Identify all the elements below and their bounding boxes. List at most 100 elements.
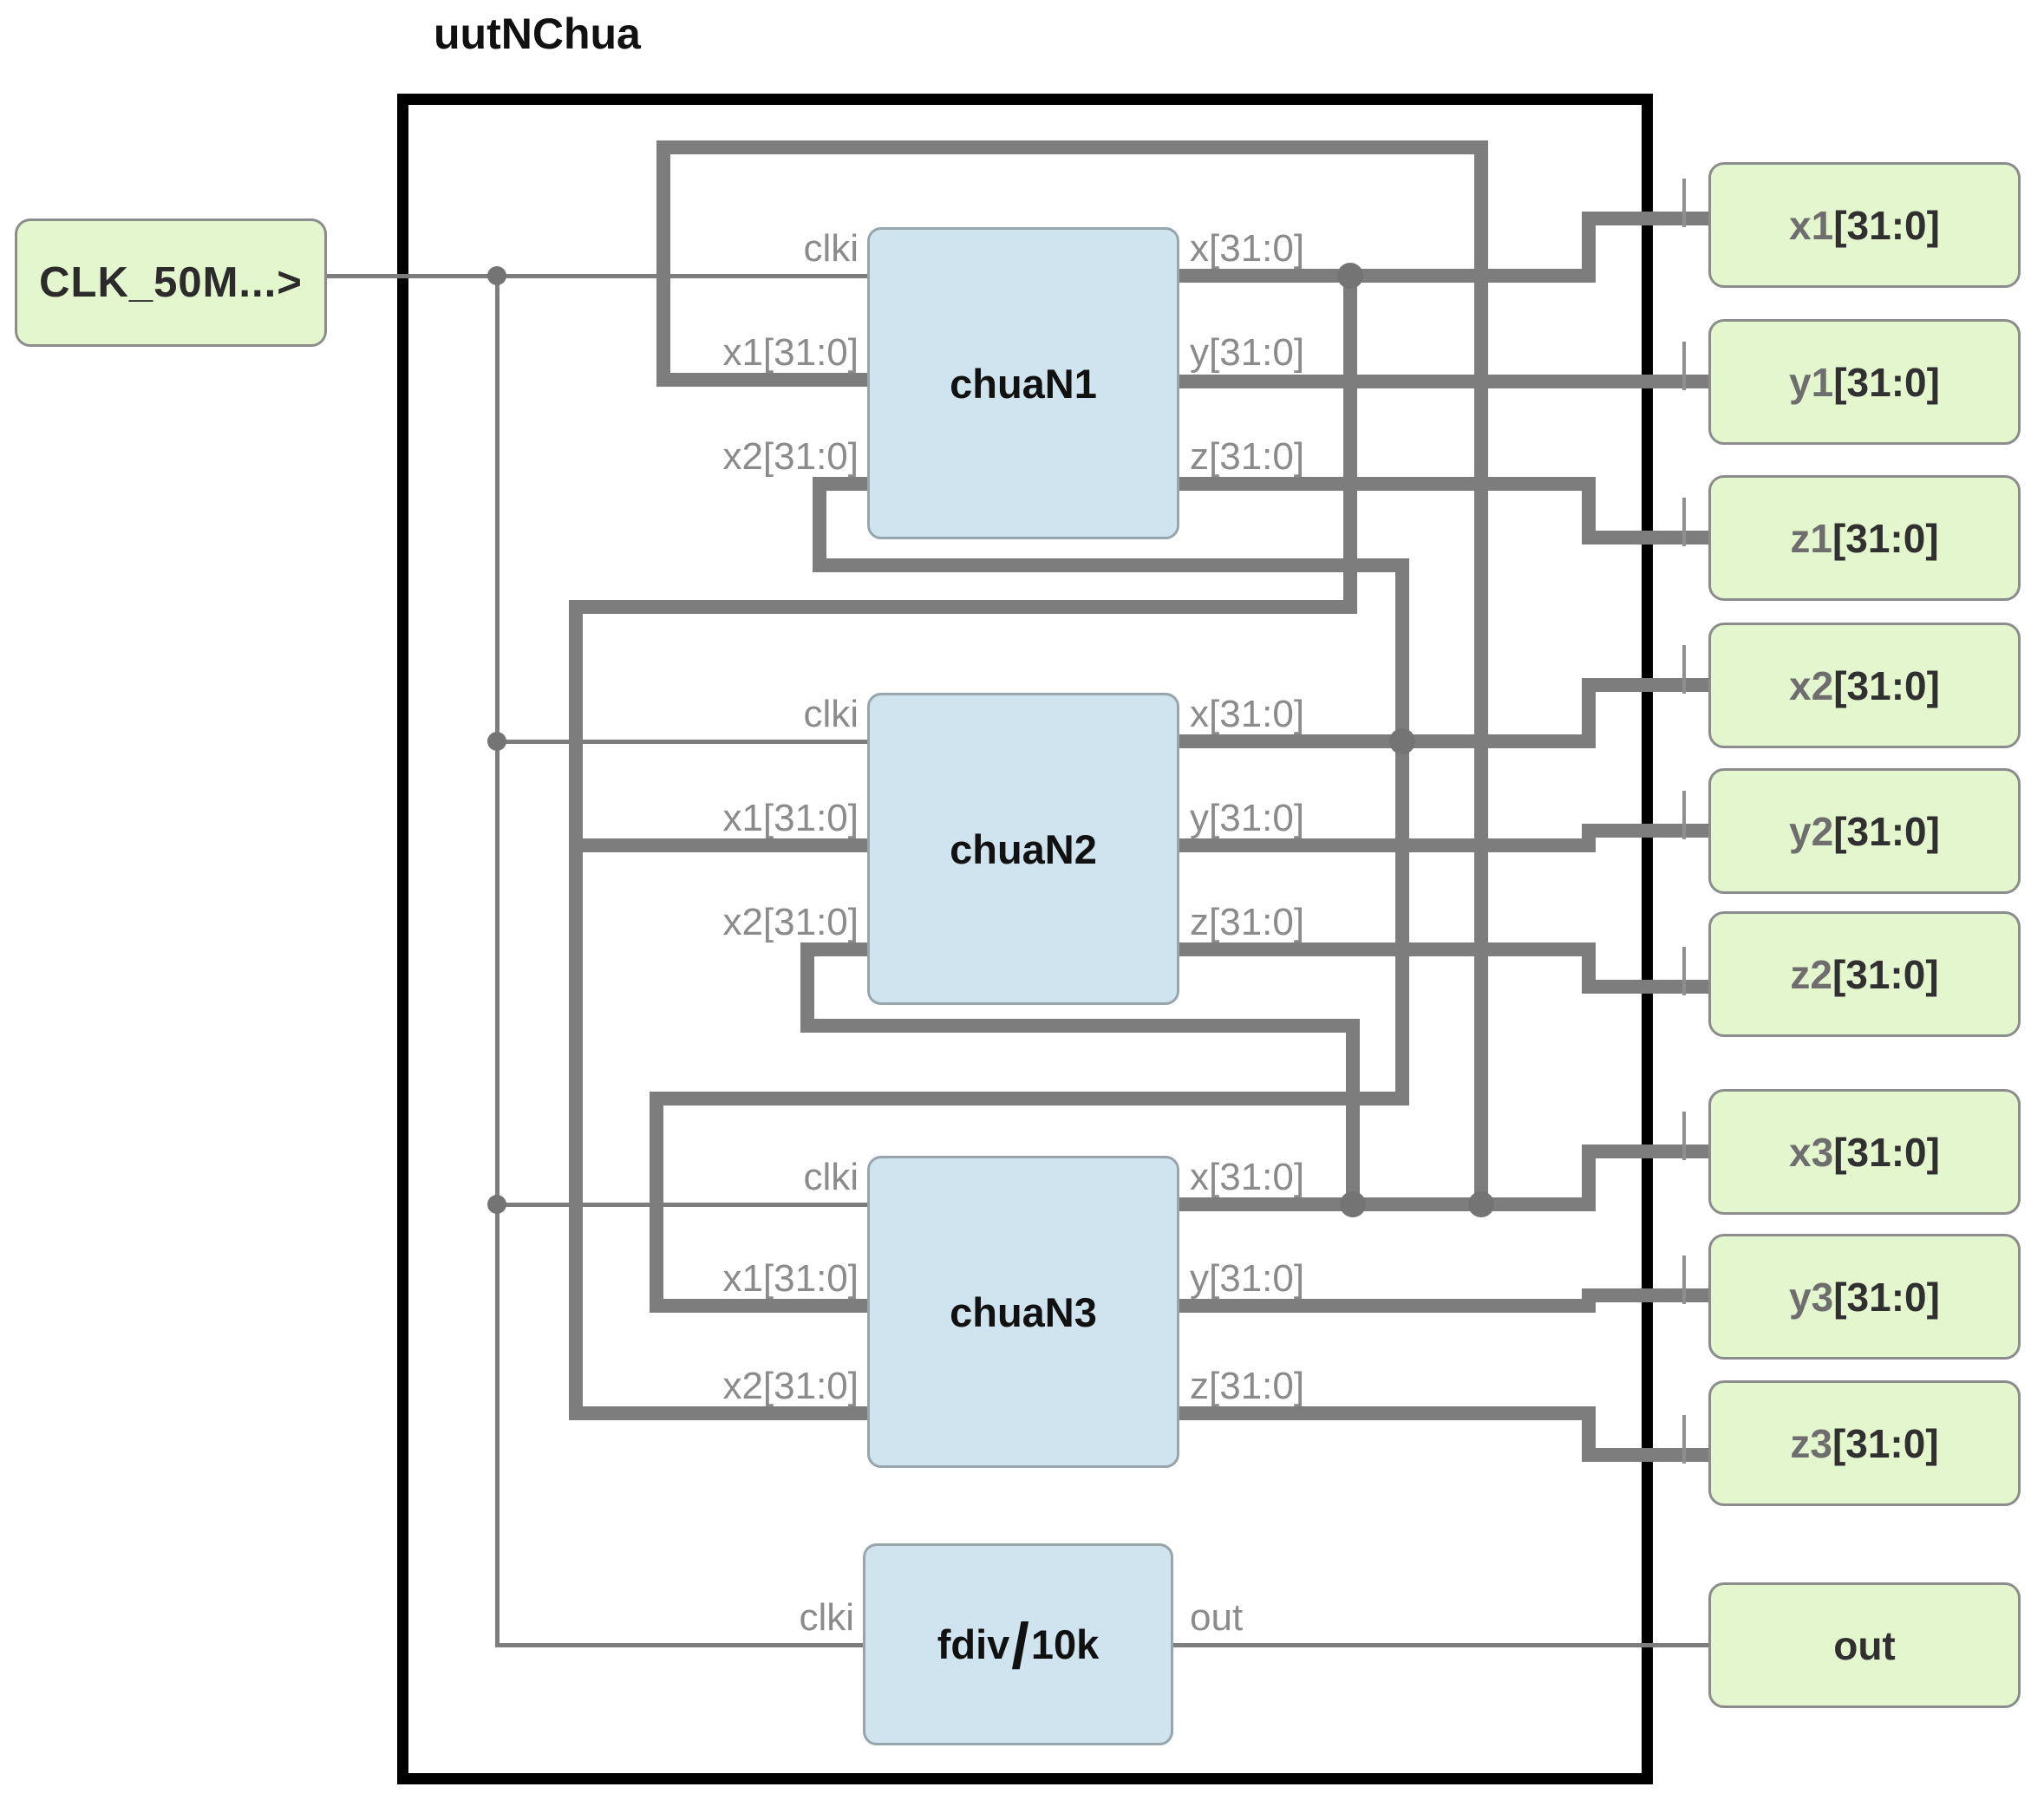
output-range: [31:0] <box>1833 359 1940 405</box>
module-name: chuaN1 <box>950 360 1097 407</box>
wire-segment <box>494 739 870 744</box>
schematic-title: uutNChua <box>434 10 641 58</box>
wire-segment <box>1582 824 1715 838</box>
wire-segment <box>1343 269 1357 614</box>
wire-segment <box>650 1299 874 1313</box>
output-name: x1 <box>1789 202 1834 248</box>
port-label-fdiv-clki: clki <box>799 1596 854 1639</box>
module-name: chuaN3 <box>950 1288 1097 1335</box>
wire-segment <box>800 942 874 956</box>
output-port-z2[interactable]: z2[31:0] <box>1708 911 2021 1037</box>
bus-width-tick <box>1682 498 1686 546</box>
output-range: [31:0] <box>1833 1129 1940 1175</box>
junction-dot <box>1468 1191 1494 1217</box>
port-label-chuaN1-x: x[31:0] <box>1190 227 1305 270</box>
port-label-chuaN2-clki: clki <box>803 693 859 735</box>
bus-width-tick <box>1682 947 1686 995</box>
port-label-chuaN1-clki: clki <box>803 227 859 270</box>
port-label-chuaN3-y: y[31:0] <box>1190 1257 1305 1300</box>
wire-segment <box>813 558 1409 572</box>
input-port-clk50m[interactable]: CLK_50M...> <box>15 218 327 347</box>
output-port-y2[interactable]: y2[31:0] <box>1708 768 2021 894</box>
wire-segment <box>1172 942 1596 956</box>
bus-width-tick <box>1682 1255 1686 1304</box>
wire-segment <box>1582 212 1596 283</box>
wire-segment <box>1474 140 1488 1211</box>
module-fdiv[interactable]: fdiv/10k <box>863 1543 1173 1745</box>
output-range: [31:0] <box>1832 515 1939 561</box>
module-chuaN2[interactable]: chuaN2 <box>867 693 1179 1005</box>
output-range: [31:0] <box>1833 202 1940 248</box>
output-name: z2 <box>1790 951 1832 997</box>
output-port-z3[interactable]: z3[31:0] <box>1708 1380 2021 1506</box>
port-label-chuaN2-x: x[31:0] <box>1190 693 1305 735</box>
junction-dot <box>1389 728 1415 754</box>
wire-segment <box>1172 375 1715 388</box>
output-range: [31:0] <box>1832 951 1939 997</box>
port-label-chuaN3-clki: clki <box>803 1156 859 1198</box>
wire-segment <box>1582 1145 1596 1211</box>
wire-segment <box>656 140 670 387</box>
wire-segment <box>800 1019 1360 1033</box>
output-port-x2[interactable]: x2[31:0] <box>1708 623 2021 748</box>
wire-segment <box>813 477 826 572</box>
output-range: [31:0] <box>1833 1274 1940 1320</box>
module-chuaN3[interactable]: chuaN3 <box>867 1156 1179 1468</box>
wire-segment <box>1395 558 1409 1105</box>
wire-segment <box>1582 1145 1715 1158</box>
port-label-chuaN1-y: y[31:0] <box>1190 331 1305 374</box>
wire-segment <box>650 1092 1409 1105</box>
port-label-chuaN1-z: z[31:0] <box>1190 435 1305 478</box>
top-module-boundary <box>397 94 1653 1784</box>
output-port-x3[interactable]: x3[31:0] <box>1708 1089 2021 1215</box>
wire-segment <box>1582 1448 1715 1462</box>
port-label-fdiv-out: out <box>1190 1596 1244 1639</box>
wire-segment <box>494 1642 865 1647</box>
port-label-chuaN1-x1: x1[31:0] <box>722 331 859 374</box>
wire-segment <box>1172 269 1596 283</box>
module-chuaN1[interactable]: chuaN1 <box>867 227 1179 539</box>
wire-segment <box>494 1202 870 1207</box>
bus-width-tick <box>1682 791 1686 839</box>
port-label-chuaN3-x1: x1[31:0] <box>722 1257 859 1300</box>
output-range: [31:0] <box>1832 1420 1939 1466</box>
bus-width-tick <box>1682 1415 1686 1464</box>
output-port-out[interactable]: out <box>1708 1582 2021 1708</box>
bus-width-tick <box>1682 645 1686 694</box>
wire-segment <box>1582 531 1715 545</box>
output-port-y3[interactable]: y3[31:0] <box>1708 1234 2021 1360</box>
output-port-x1[interactable]: x1[31:0] <box>1708 162 2021 288</box>
output-name: x3 <box>1789 1129 1834 1175</box>
port-label-chuaN3-x2: x2[31:0] <box>722 1365 859 1407</box>
junction-dot <box>487 1195 506 1214</box>
wire-segment <box>1172 477 1596 491</box>
wire-segment <box>813 477 874 491</box>
wire-segment <box>1582 212 1715 225</box>
wire-segment <box>800 942 814 1033</box>
port-label-chuaN2-z: z[31:0] <box>1190 901 1305 943</box>
fdiv-name-prefix: fdiv <box>937 1621 1010 1667</box>
junction-dot <box>487 266 506 285</box>
port-label-chuaN3-z: z[31:0] <box>1190 1365 1305 1407</box>
port-label-chuaN1-x2: x2[31:0] <box>722 435 859 478</box>
output-name: y2 <box>1789 808 1834 854</box>
output-range: [31:0] <box>1833 808 1940 854</box>
input-port-label: CLK_50M...> <box>39 259 303 306</box>
wire-segment <box>1171 1642 1711 1647</box>
port-label-chuaN3-x: x[31:0] <box>1190 1156 1305 1198</box>
output-name: y3 <box>1789 1274 1834 1320</box>
wire-segment <box>1346 1019 1360 1211</box>
port-label-chuaN2-x1: x1[31:0] <box>722 797 859 839</box>
output-port-y1[interactable]: y1[31:0] <box>1708 319 2021 445</box>
wire-segment <box>1582 980 1715 994</box>
output-name: x2 <box>1789 662 1834 708</box>
fdiv-name-suffix: 10k <box>1030 1621 1100 1667</box>
junction-dot <box>1340 1191 1366 1217</box>
wire-segment <box>569 1406 874 1420</box>
wire-segment <box>324 273 870 278</box>
output-port-z1[interactable]: z1[31:0] <box>1708 475 2021 601</box>
wire-segment <box>1172 838 1596 852</box>
wire-segment <box>656 373 874 387</box>
wire-segment <box>1582 477 1596 545</box>
